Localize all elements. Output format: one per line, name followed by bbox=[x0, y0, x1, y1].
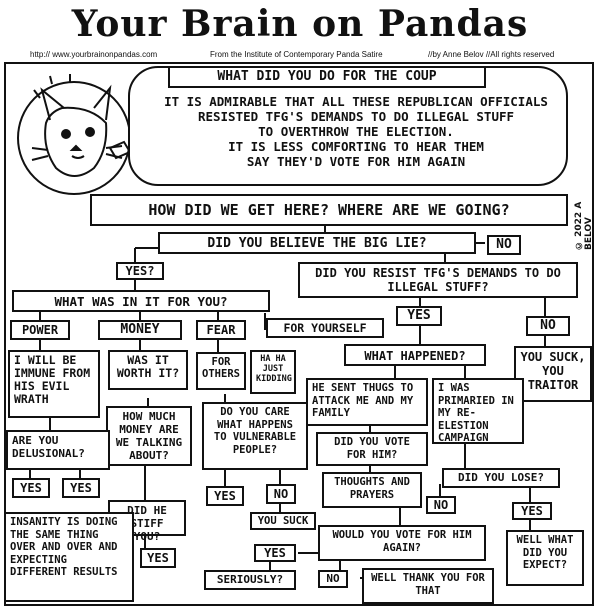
bubble-line: SAY THEY'D VOTE FOR HIM AGAIN bbox=[246, 154, 466, 169]
bubble-line: IT IS ADMIRABLE THAT ALL THESE REPUBLICA… bbox=[164, 94, 548, 109]
ha-ha-answer: HA HA JUST KIDDING bbox=[250, 350, 296, 394]
big-lie-question: DID YOU BELIEVE THE BIG LIE? bbox=[158, 232, 476, 254]
answer-for-yourself: FOR YOURSELF bbox=[266, 318, 384, 338]
lose-yes: YES bbox=[512, 502, 552, 520]
how-much-question: HOW MUCH MONEY ARE WE TALKING ABOUT? bbox=[106, 406, 192, 466]
answer-yes-resist: YES bbox=[396, 306, 442, 326]
what-in-it-question: WHAT WAS IN IT FOR YOU? bbox=[12, 290, 270, 312]
site-url[interactable]: http:// www.yourbrainonpandas.com bbox=[30, 50, 158, 59]
vote-again-question: WOULD YOU VOTE FOR HIM AGAIN? bbox=[318, 525, 486, 561]
primaried-answer: I WAS PRIMARIED IN MY RE-ELESTION CAMPAI… bbox=[432, 378, 524, 444]
answer-no-big-lie: NO bbox=[487, 235, 521, 255]
care-question: DO YOU CARE WHAT HAPPENS TO VULNERABLE P… bbox=[202, 402, 308, 470]
thugs-answer: HE SENT THUGS TO ATTACK ME AND MY FAMILY bbox=[306, 378, 428, 426]
vote-again-yes: YES bbox=[254, 544, 296, 562]
care-yes: YES bbox=[206, 486, 244, 506]
answer-yes-big-lie: YES? bbox=[116, 262, 164, 280]
did-you-lose-question: DID YOU LOSE? bbox=[442, 468, 560, 488]
delusional-yes-a: YES bbox=[12, 478, 50, 498]
for-others-answer: FOR OTHERS bbox=[196, 352, 246, 390]
care-no: NO bbox=[266, 484, 296, 504]
worth-it-question: WAS IT WORTH IT? bbox=[108, 350, 188, 390]
resist-question: DID YOU RESIST TFG'S DEMANDS TO DO ILLEG… bbox=[298, 262, 578, 298]
answer-fear: FEAR bbox=[196, 320, 246, 340]
well-thank-you: WELL THANK YOU FOR THAT bbox=[362, 568, 494, 604]
bubble-line: RESISTED TFG'S DEMANDS TO DO ILLEGAL STU… bbox=[197, 109, 515, 124]
bubble-title: WHAT DID YOU DO FOR THE COUP bbox=[168, 66, 486, 88]
comic-panel bbox=[4, 62, 594, 606]
what-happened-question: WHAT HAPPENED? bbox=[344, 344, 486, 366]
seriously-verdict: SERIOUSLY? bbox=[204, 570, 296, 590]
byline: //by Anne Belov //All rights reserved bbox=[428, 50, 555, 59]
traitor-verdict: YOU SUCK, YOU TRAITOR bbox=[514, 346, 592, 402]
thoughts-prayers: THOUGHTS AND PRAYERS bbox=[322, 472, 422, 508]
comic-title: Your Brain on Pandas bbox=[71, 3, 529, 45]
cat-character-illustration bbox=[17, 74, 132, 195]
main-question: HOW DID WE GET HERE? WHERE ARE WE GOING? bbox=[90, 194, 568, 226]
stiff-yes: YES bbox=[140, 548, 176, 568]
answer-money: MONEY bbox=[98, 320, 182, 340]
delusional-question: ARE YOU DELUSIONAL? bbox=[6, 430, 110, 470]
vote-for-him-question: DID YOU VOTE FOR HIM? bbox=[316, 432, 428, 466]
vote-again-no: NO bbox=[318, 570, 348, 588]
bubble-text: IT IS ADMIRABLE THAT ALL THESE REPUBLICA… bbox=[150, 94, 562, 169]
answer-power: POWER bbox=[10, 320, 70, 340]
lose-no: NO bbox=[426, 496, 456, 514]
insanity-quote: INSANITY IS DOING THE SAME THING OVER AN… bbox=[4, 512, 134, 602]
bubble-line: TO OVERTHROW THE ELECTION. bbox=[258, 124, 454, 139]
copyright-credit: © 2022 A BELOV bbox=[574, 201, 594, 250]
well-what-expect: WELL WHAT DID YOU EXPECT? bbox=[506, 530, 584, 586]
delusional-yes-b: YES bbox=[62, 478, 100, 498]
institute-line: From the Institute of Contemporary Panda… bbox=[210, 50, 383, 59]
answer-no-resist: NO bbox=[526, 316, 570, 336]
bubble-line: IT IS LESS COMFORTING TO HEAR THEM bbox=[228, 139, 484, 154]
you-suck-verdict: YOU SUCK bbox=[250, 512, 316, 530]
immune-answer: I WILL BE IMMUNE FROM HIS EVIL WRATH bbox=[8, 350, 100, 418]
